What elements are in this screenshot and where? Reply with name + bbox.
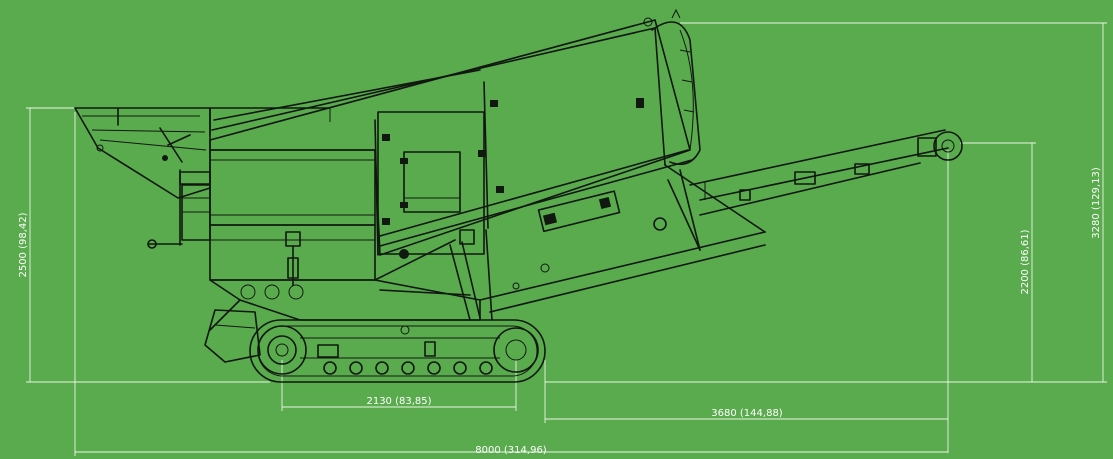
chassis-frame [204,229,493,363]
machine-outline [74,8,963,383]
dim-label-track-length: 2130 (83,85) [366,396,431,407]
head-drum [643,8,701,166]
dim-label-conveyor-reach: 3680 (144,88) [711,408,783,419]
discharge-conveyor [479,129,963,313]
dim-label-height-total: 3280 (129,13) [1091,167,1102,239]
crawler-track [249,319,546,383]
screen-box [147,149,376,286]
dim-label-height-conveyor: 2200 (86,61) [1020,229,1031,294]
dim-label-height-feeder: 2500 (98,42) [18,212,29,277]
dim-label-overall-length: 8000 (314,96) [475,445,547,456]
inclined-screen-deck [209,19,693,256]
dimension-lines [26,22,1107,456]
